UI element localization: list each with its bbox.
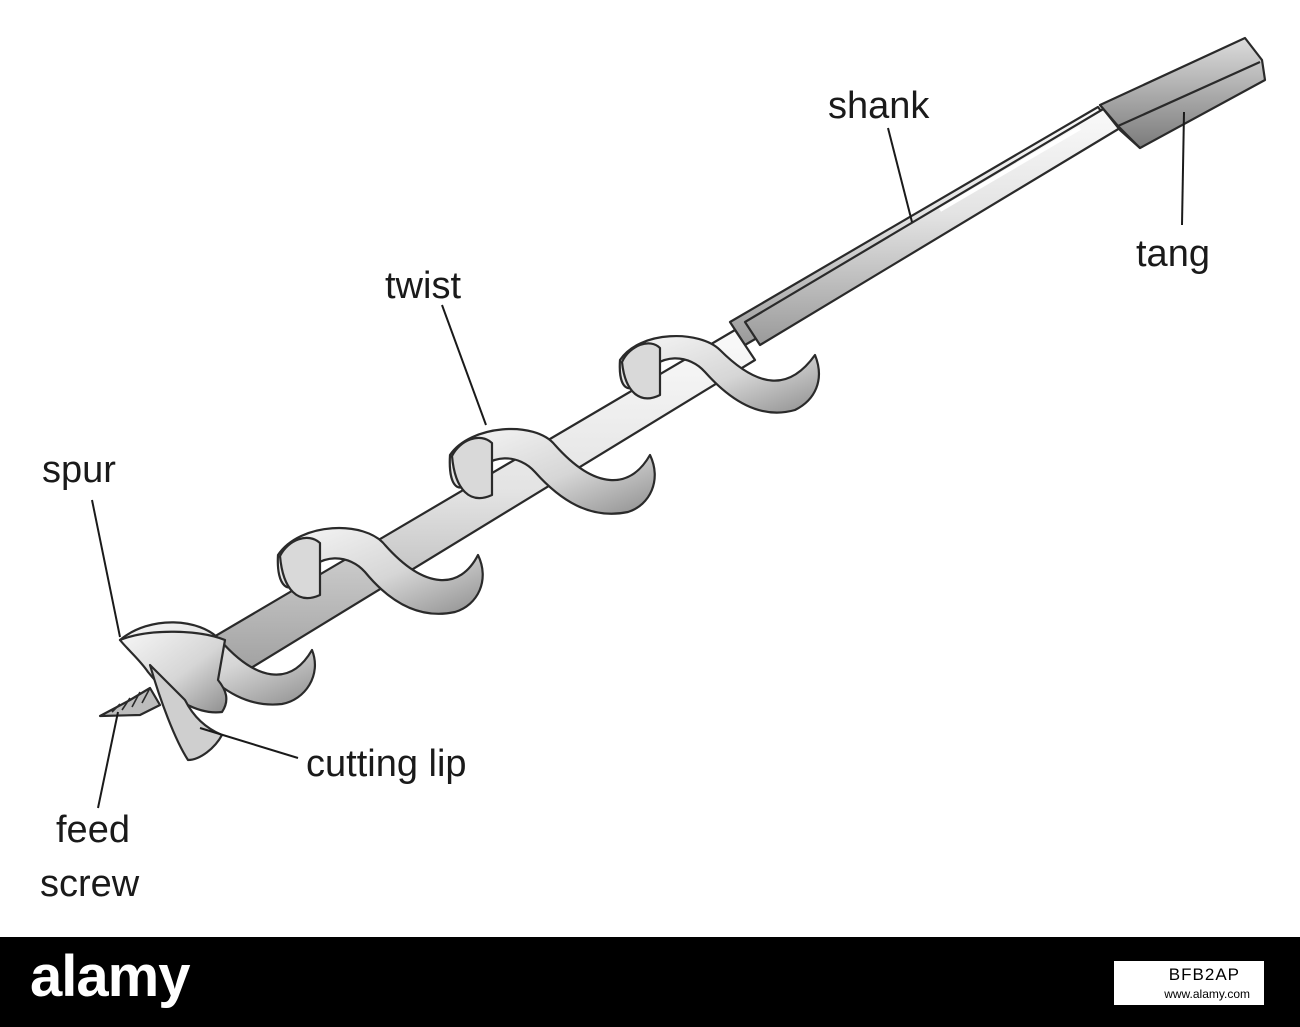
leader-shank [887,127,913,223]
footer-url: www.alamy.com [1164,987,1250,1001]
head-part [98,630,228,762]
shank-part [728,105,1122,347]
image-id-box [1114,961,1264,1005]
image-id: BFB2AP [1168,965,1240,984]
feed-screw-threads [111,687,151,713]
twist-core [193,328,757,692]
label-spur: spur [42,449,116,491]
label-cutting-lip: cutting lip [306,743,467,785]
label-twist: twist [385,265,461,307]
label-screw: screw [40,863,140,905]
leader-tang [1181,111,1185,226]
tang-part [1098,36,1267,150]
label-shank: shank [828,85,930,127]
leader-cutting-lip [199,727,299,759]
leader-feed-screw [97,711,119,809]
leader-spur [91,499,121,638]
auger-bit-diagram: shank tang twist spur cutting lip feed s… [40,36,1267,905]
label-tang: tang [1136,233,1210,275]
label-feed: feed [56,809,130,851]
diagram-labels: shank tang twist spur cutting lip feed s… [40,85,1210,905]
leader-lines [91,111,1185,809]
footer-bar: alamy BFB2AP www.alamy.com [0,937,1300,1027]
brand-logo: alamy [30,944,190,1009]
leader-twist [441,304,487,426]
